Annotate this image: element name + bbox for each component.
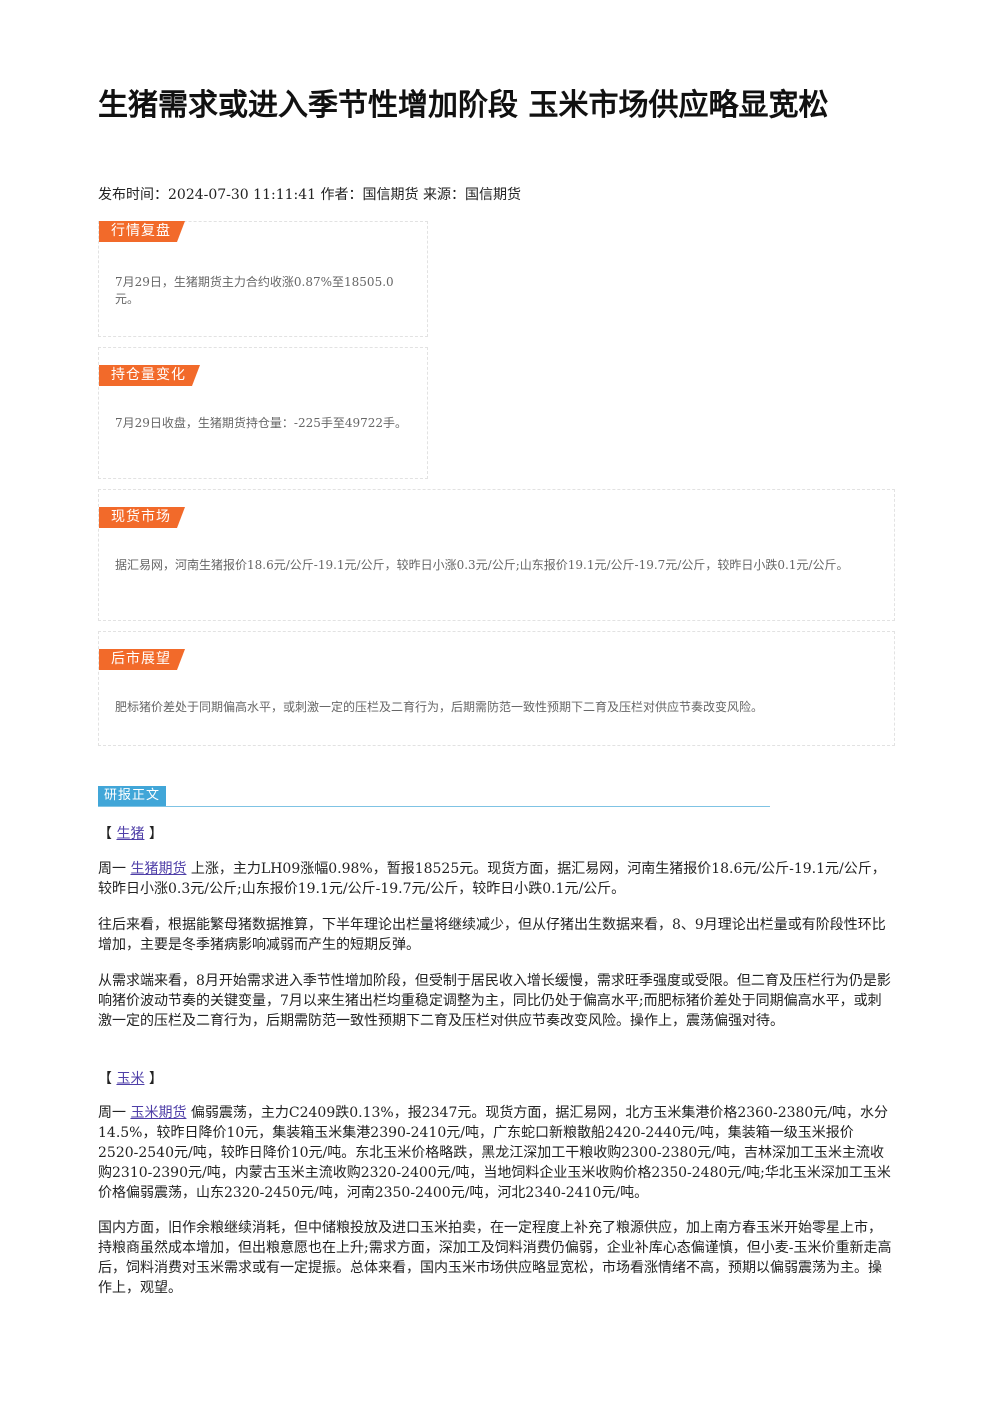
body-section-header: 研报正文 xyxy=(98,786,770,807)
summary-text: 7月29日，生猪期货主力合约收涨0.87%至18505.0元。 xyxy=(115,275,394,306)
bracket-close: 】 xyxy=(148,1071,163,1087)
para-prefix: 周一 xyxy=(98,861,126,877)
corn-paragraph-2: 国内方面，旧作余粮继续消耗，但中储粮投放及进口玉米拍卖，在一定程度上补充了粮源供… xyxy=(98,1220,892,1296)
pig-futures-link[interactable]: 生猪期货 xyxy=(130,861,187,877)
bracket-open: 【 xyxy=(98,826,112,842)
bracket-open: 【 xyxy=(98,1071,112,1087)
corn-link[interactable]: 玉米 xyxy=(116,1071,145,1087)
bracket-close: 】 xyxy=(148,826,163,842)
summary-tag: 后市展望 xyxy=(99,649,185,670)
summary-box-spot-market: 现货市场 据汇易网，河南生猪报价18.6元/公斤-19.1元/公斤，较昨日小涨0… xyxy=(98,489,895,621)
summary-box-open-interest: 持仓量变化 7月29日收盘，生猪期货持仓量：-225手至49722手。 xyxy=(98,347,428,479)
summary-box-market-review: 行情复盘 7月29日，生猪期货主力合约收涨0.87%至18505.0元。 xyxy=(98,221,428,337)
body-tag: 研报正文 xyxy=(98,786,167,806)
para-prefix: 周一 xyxy=(98,1105,126,1121)
article-title: 生猪需求或进入季节性增加阶段 玉米市场供应略显宽松 xyxy=(98,88,829,123)
pig-paragraph-1: 周一 生猪期货 上涨，主力LH09涨幅0.98%，暂报18525元。现货方面，据… xyxy=(98,859,893,899)
section-head-corn: 【 玉米 】 xyxy=(98,1068,163,1088)
pig-link[interactable]: 生猪 xyxy=(116,826,145,842)
article-meta: 发布时间：2024-07-30 11:11:41 作者：国信期货 来源：国信期货 xyxy=(98,187,521,203)
summary-tag: 行情复盘 xyxy=(99,221,185,242)
pig-paragraph-3: 从需求端来看，8月开始需求进入季节性增加阶段，但受制于居民收入增长缓慢，需求旺季… xyxy=(98,973,891,1029)
summary-tag: 现货市场 xyxy=(99,507,185,528)
summary-text: 肥标猪价差处于同期偏高水平，或刺激一定的压栏及二育行为，后期需防范一致性预期下二… xyxy=(115,700,764,714)
summary-box-outlook: 后市展望 肥标猪价差处于同期偏高水平，或刺激一定的压栏及二育行为，后期需防范一致… xyxy=(98,631,895,746)
corn-paragraph-1: 周一 玉米期货 偏弱震荡，主力C2409跌0.13%，报2347元。现货方面，据… xyxy=(98,1103,893,1203)
para-rest: 偏弱震荡，主力C2409跌0.13%，报2347元。现货方面，据汇易网，北方玉米… xyxy=(98,1105,891,1201)
para-rest: 上涨，主力LH09涨幅0.98%，暂报18525元。现货方面，据汇易网，河南生猪… xyxy=(98,861,886,897)
section-head-pig: 【 生猪 】 xyxy=(98,823,163,843)
corn-futures-link[interactable]: 玉米期货 xyxy=(130,1105,187,1121)
summary-text: 7月29日收盘，生猪期货持仓量：-225手至49722手。 xyxy=(115,416,408,430)
summary-text: 据汇易网，河南生猪报价18.6元/公斤-19.1元/公斤，较昨日小涨0.3元/公… xyxy=(115,558,849,572)
summary-tag: 持仓量变化 xyxy=(99,365,200,386)
pig-paragraph-2: 往后来看，根据能繁母猪数据推算，下半年理论出栏量将继续减少，但从仔猪出生数据来看… xyxy=(98,917,886,953)
